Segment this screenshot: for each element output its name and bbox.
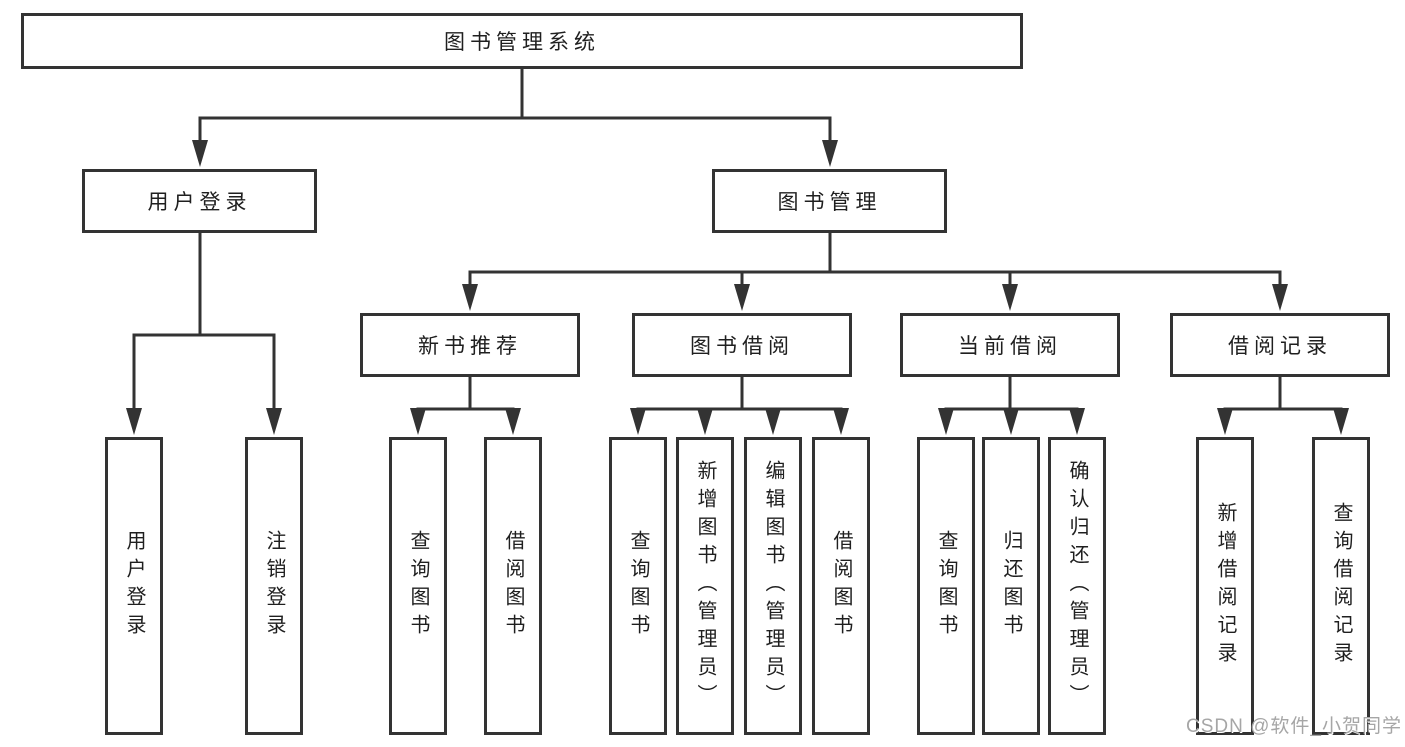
arrow-down-icon (734, 284, 750, 311)
node-current-borrowing: 当前借阅 (900, 313, 1120, 377)
node-borrowing-records: 借阅记录 (1170, 313, 1390, 377)
arrow-down-icon (1003, 408, 1019, 435)
connector-book-borrow-branch (636, 375, 843, 411)
arrow-down-icon (505, 408, 521, 435)
leaf-add-book-admin: 新增图书（管理员） (676, 437, 734, 735)
leaf-logout: 注销登录 (245, 437, 303, 735)
leaf-borrow-books: 借阅图书 (484, 437, 542, 735)
arrow-down-icon (630, 408, 646, 435)
node-user-login: 用户登录 (82, 169, 317, 233)
arrow-down-icon (266, 408, 282, 435)
connector-root-to-level2 (198, 67, 832, 144)
leaf-edit-book-admin: 编辑图书（管理员） (744, 437, 802, 735)
node-book-borrowing: 图书借阅 (632, 313, 852, 377)
leaf-user-login: 用户登录 (105, 437, 163, 735)
arrow-down-icon (1069, 408, 1085, 435)
connector-borrow-record-branch (1223, 375, 1343, 411)
arrow-down-icon (822, 140, 838, 167)
arrow-down-icon (410, 408, 426, 435)
leaf-query-books: 查询图书 (609, 437, 667, 735)
connector-user-login-branch (132, 231, 276, 412)
arrow-down-icon (462, 284, 478, 311)
arrow-down-icon (192, 140, 208, 167)
leaf-query-borrow-record: 查询借阅记录 (1312, 437, 1370, 735)
leaf-add-borrow-record: 新增借阅记录 (1196, 437, 1254, 735)
leaf-confirm-return-admin: 确认归还（管理员） (1048, 437, 1106, 735)
arrow-down-icon (697, 408, 713, 435)
arrow-down-icon (1333, 408, 1349, 435)
connector-new-book-branch (416, 375, 515, 411)
arrow-down-icon (938, 408, 954, 435)
arrow-down-icon (1217, 408, 1233, 435)
arrow-down-icon (126, 408, 142, 435)
arrow-down-icon (833, 408, 849, 435)
watermark: CSDN @软件_小贺同学 (1186, 716, 1402, 737)
leaf-borrow-books: 借阅图书 (812, 437, 870, 735)
node-new-book-recommendation: 新书推荐 (360, 313, 580, 377)
node-book-management: 图书管理 (712, 169, 947, 233)
arrow-down-icon (1272, 284, 1288, 311)
leaf-query-books: 查询图书 (389, 437, 447, 735)
arrow-down-icon (765, 408, 781, 435)
arrowheads (126, 140, 1349, 435)
node-library-system-root: 图书管理系统 (21, 13, 1023, 69)
leaf-return-books: 归还图书 (982, 437, 1040, 735)
arrow-down-icon (1002, 284, 1018, 311)
connector-current-borrow-branch (944, 375, 1079, 411)
leaf-query-books: 查询图书 (917, 437, 975, 735)
connector-book-management-branch (468, 231, 1282, 288)
